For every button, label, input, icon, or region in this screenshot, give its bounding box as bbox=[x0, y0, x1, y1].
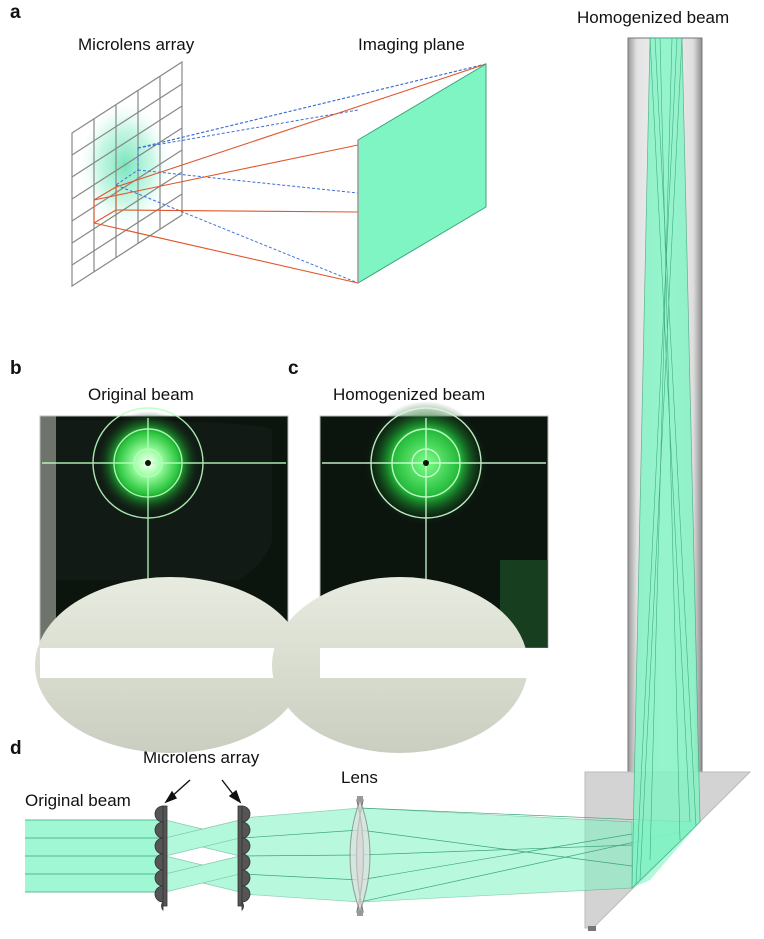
microlens-grid bbox=[71, 60, 183, 288]
panel-a-schematic bbox=[71, 60, 487, 288]
panel-d-optics bbox=[25, 37, 752, 931]
homogenized-beam-title-c: Homogenized beam bbox=[333, 385, 486, 404]
lens-label: Lens bbox=[341, 768, 378, 787]
output-beam bbox=[631, 37, 701, 889]
microlens-array-label-a: Microlens array bbox=[78, 35, 195, 54]
original-beam-title-b: Original beam bbox=[88, 385, 194, 404]
imaging-plane-label: Imaging plane bbox=[358, 35, 465, 54]
homogenized-beam-label-top: Homogenized beam bbox=[577, 8, 730, 27]
photo-original-beam bbox=[35, 407, 305, 753]
panel-letter-d: d bbox=[10, 738, 22, 759]
microlens-array-2 bbox=[237, 805, 251, 912]
microlens-array-1 bbox=[154, 805, 168, 912]
panel-letter-c: c bbox=[288, 358, 299, 379]
panel-letter-a: a bbox=[10, 2, 21, 23]
orange-rays bbox=[93, 63, 487, 284]
panel-letter-b: b bbox=[10, 358, 22, 379]
original-beam-label-d: Original beam bbox=[25, 791, 131, 810]
mla-arrows bbox=[164, 779, 242, 804]
imaging-plane bbox=[357, 63, 487, 284]
blue-rays bbox=[115, 63, 487, 284]
photo-homogenized-beam bbox=[272, 401, 549, 753]
